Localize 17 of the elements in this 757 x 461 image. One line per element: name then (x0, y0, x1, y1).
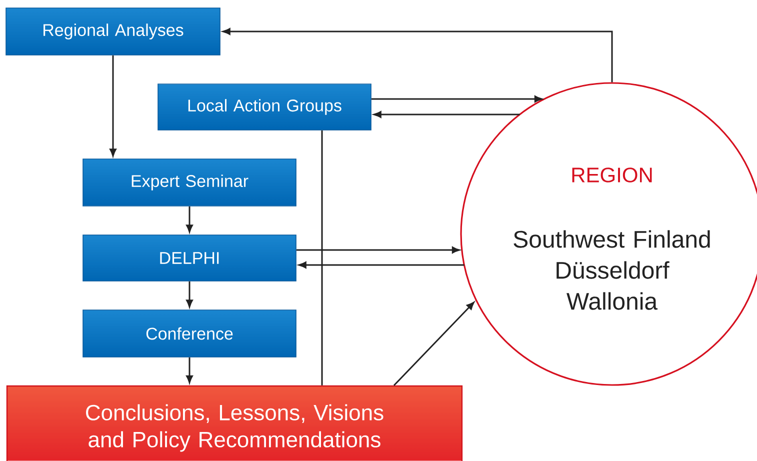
process-box: Expert Seminar (82, 158, 296, 206)
arrow (296, 246, 460, 254)
connector-line (321, 130, 323, 386)
arrow (393, 302, 474, 386)
arrow (110, 55, 116, 156)
process-box: Regional Analyses (6, 8, 220, 56)
arrow (186, 357, 193, 384)
arrow (186, 281, 193, 308)
arrow (186, 206, 193, 232)
arrow (371, 96, 542, 102)
arrow (298, 262, 464, 268)
process-box: DELPHI (82, 234, 296, 282)
arrow (222, 28, 613, 82)
result-box: Conclusions, Lessons, Visions and Policy Recommendations (6, 385, 463, 461)
process-box: Local Action Groups (158, 84, 372, 130)
process-box: Conference (82, 310, 296, 358)
arrow (374, 111, 520, 118)
